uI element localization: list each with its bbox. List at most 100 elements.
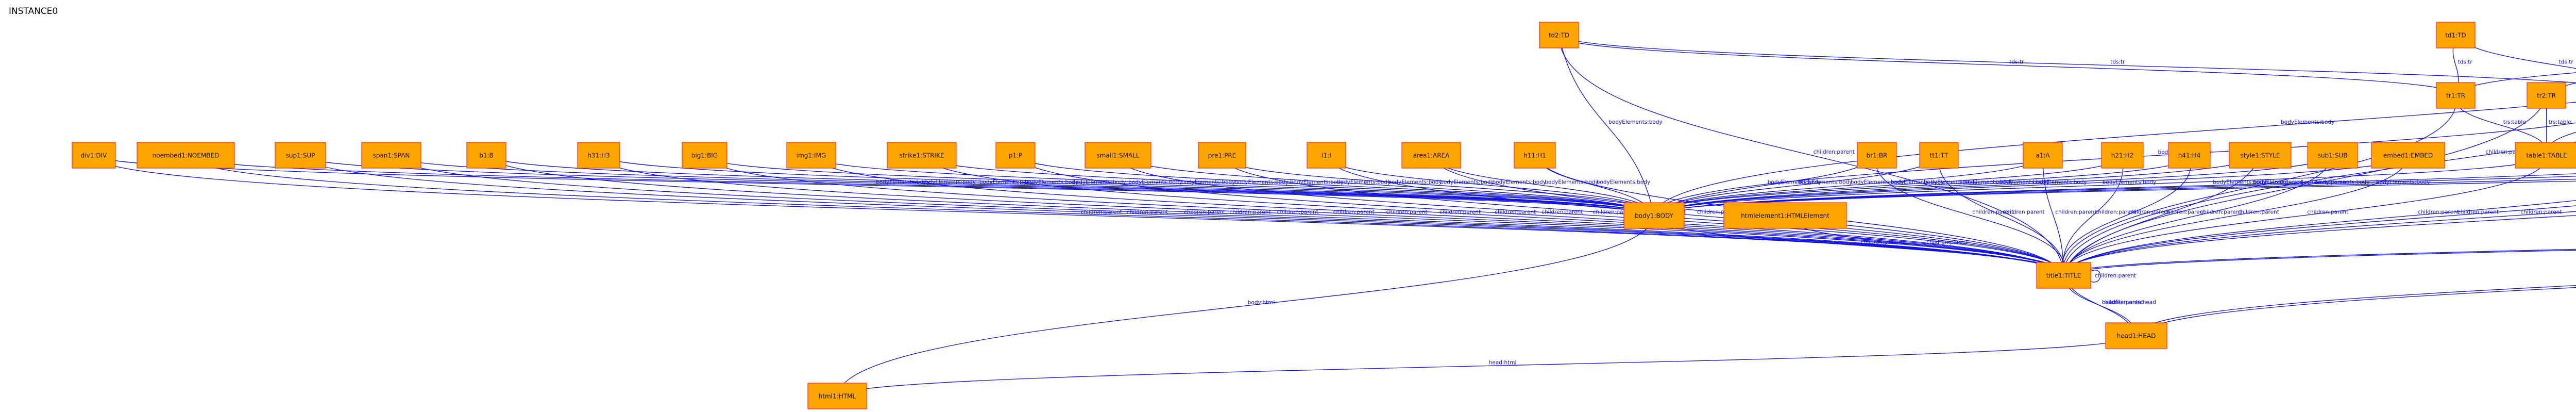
node-body1[interactable]: body1:BODY: [1623, 202, 1685, 229]
edge-label: bodyElements:body: [2103, 179, 2156, 186]
edge-map1-title1: children:parent: [2063, 215, 2576, 276]
node-label: div1:DIV: [81, 152, 108, 159]
edge-line: [2063, 155, 2409, 276]
edge-label: children:parent: [2095, 273, 2136, 279]
edge-h41-title1: children:parent: [2062, 155, 2191, 276]
node-style1[interactable]: style1:STYLE: [2229, 142, 2292, 169]
node-big1[interactable]: big1:BIG: [682, 142, 727, 169]
node-h21[interactable]: h21:H2: [2101, 142, 2144, 169]
node-box: [1307, 142, 1346, 169]
edge-line: [2063, 155, 2261, 276]
node-label: td1:TD: [2445, 32, 2466, 39]
edge-label: bodyElements:body: [1959, 179, 2013, 186]
node-box: [2105, 322, 2167, 349]
edge-label: bodyElements:body: [1337, 179, 1391, 186]
node-label: h11:H1: [1523, 152, 1546, 159]
node-box: [2036, 262, 2091, 289]
node-tr1[interactable]: tr1:TR: [2436, 82, 2476, 109]
edge-img1-title1: children:parent: [810, 155, 2064, 276]
node-div1[interactable]: div1:DIV: [72, 142, 116, 169]
node-box: [577, 142, 620, 169]
edge-line: [810, 155, 1655, 216]
edge-line: [2063, 215, 2576, 276]
node-a1[interactable]: a1:A: [2023, 142, 2063, 169]
edge-label: tds:tr: [2458, 59, 2473, 65]
edge-line: [2063, 211, 2576, 276]
node-head1[interactable]: head1:HEAD: [2105, 322, 2167, 349]
node-label: sub1:SUB: [2318, 152, 2348, 159]
node-br1[interactable]: br1:BR: [1857, 142, 1897, 169]
node-label: img1:IMG: [796, 152, 826, 159]
edge-label: bodyElements:body: [1799, 179, 1852, 186]
edge-label: children:parent: [1972, 209, 2013, 216]
edge-line: [1558, 35, 2576, 84]
node-box: [2307, 142, 2358, 169]
node-table1[interactable]: table1:TABLE: [2515, 142, 2576, 169]
edge-embed1-title1: children:parent: [2063, 155, 2409, 276]
node-box: [2101, 142, 2144, 169]
edge-line: [1875, 155, 2065, 276]
node-img1[interactable]: img1:IMG: [786, 142, 836, 169]
edge-td2-tr3: tds:tr: [1558, 35, 2576, 84]
node-label: noembed1:NOEMBED: [152, 152, 219, 159]
node-embed1[interactable]: embed1:EMBED: [2371, 142, 2445, 169]
edge-line: [1653, 122, 2576, 216]
node-tr2[interactable]: tr2:TR: [2527, 82, 2566, 109]
node-label: i1:I: [1321, 152, 1331, 159]
edge-label: children:parent: [2055, 209, 2096, 216]
node-area1[interactable]: area1:AREA: [1401, 142, 1461, 169]
node-box: [1919, 142, 1959, 169]
edge-line: [921, 155, 1655, 216]
node-htmlelement1[interactable]: htmlelement1:HTMLElement: [1723, 202, 1847, 229]
edge-th1-tr2: tds:tr: [2546, 83, 2576, 96]
edge-line: [185, 155, 2064, 276]
edge-line: [2063, 155, 2547, 276]
node-td1[interactable]: td1:TD: [2436, 22, 2476, 48]
node-title1[interactable]: title1:TITLE: [2036, 262, 2091, 289]
edge-line: [921, 155, 2064, 276]
node-span1[interactable]: span1:SPAN: [361, 142, 421, 169]
node-box: [1723, 202, 1847, 229]
edge-line: [1015, 155, 1655, 216]
edge-td2-body1: bodyElements:body: [1558, 35, 1663, 216]
node-i1[interactable]: i1:I: [1307, 142, 1346, 169]
edge-line: [486, 155, 2064, 276]
node-label: area1:AREA: [1413, 152, 1450, 159]
node-label: table1:TABLE: [2526, 152, 2567, 159]
node-label: small1:SMALL: [1096, 152, 1140, 159]
node-pre1[interactable]: pre1:PRE: [1198, 142, 1246, 169]
node-tt1[interactable]: tt1:TT: [1919, 142, 1959, 169]
edge-line: [2062, 155, 2124, 276]
edge-label: children:parent: [2307, 179, 2348, 186]
edge-line: [1117, 155, 1655, 216]
node-td2[interactable]: td2:TD: [1539, 22, 1579, 48]
edge-label: bodyElements:body: [2033, 179, 2087, 186]
node-h31[interactable]: h31:H3: [577, 142, 620, 169]
node-noembed1[interactable]: noembed1:NOEMBED: [137, 142, 235, 169]
node-small1[interactable]: small1:SMALL: [1084, 142, 1151, 169]
node-sup1[interactable]: sup1:SUP: [275, 142, 326, 169]
edge-line: [1653, 155, 2409, 216]
edge-font1-title1: children:parent: [2063, 205, 2576, 276]
node-html1[interactable]: html1:HTML: [807, 383, 867, 409]
edge-label: children:parent: [1495, 209, 1536, 216]
nodes-layer: div1:DIV noembed1:NOEMBED sup1:SUP span1:SP…: [72, 22, 2576, 409]
edge-line: [810, 155, 2064, 276]
edge-embed1-body1: bodyElements:body: [1653, 155, 2409, 216]
edge-label: children:parent: [2095, 209, 2137, 216]
node-p1[interactable]: p1:P: [995, 142, 1036, 169]
node-strike1[interactable]: strike1:STRIKE: [887, 142, 957, 169]
node-b1[interactable]: b1:B: [466, 142, 506, 169]
node-sub1[interactable]: sub1:SUB: [2307, 142, 2358, 169]
node-label: pre1:PRE: [1208, 152, 1236, 159]
edge-style1-title1: children:parent: [2063, 155, 2261, 276]
edge-line: [2063, 250, 2576, 276]
node-h11[interactable]: h11:H1: [1514, 142, 1556, 169]
edge-line: [1558, 35, 2064, 276]
node-label: tr2:TR: [2537, 92, 2556, 100]
edge-line: [2546, 83, 2576, 96]
node-label: h41:H4: [2178, 152, 2201, 159]
edge-label: bodyElements:body: [2213, 179, 2266, 186]
edge-label: headElements:head: [2102, 300, 2156, 306]
node-h41[interactable]: h41:H4: [2168, 142, 2211, 169]
